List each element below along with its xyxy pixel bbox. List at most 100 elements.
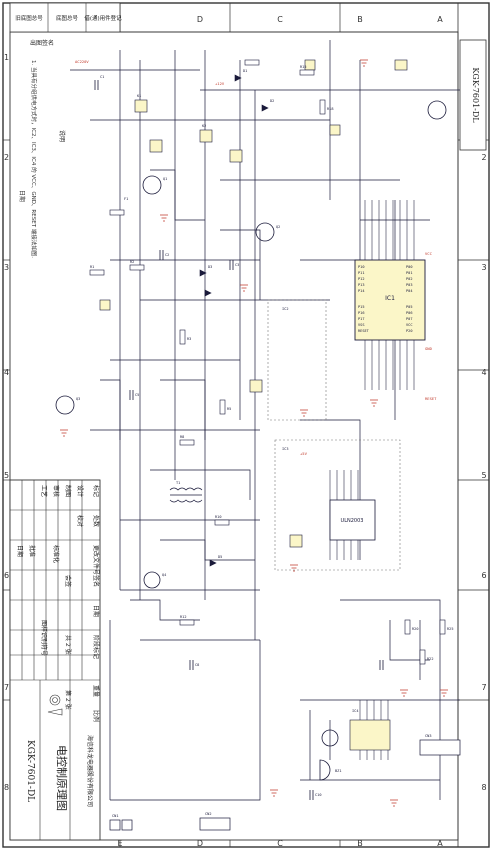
ic-main-pin-l4: P14 (358, 289, 365, 293)
net-5v: +5V (300, 451, 308, 456)
transformer (169, 487, 203, 503)
net-gnd: GND (425, 346, 433, 351)
label-c5: C5 (135, 393, 139, 397)
bottom-label-b: B (357, 839, 363, 848)
label-ic4: IC4 (352, 709, 359, 713)
dates-label: 日期 (18, 190, 26, 202)
ic-main-pin-r5: P05 (406, 305, 413, 309)
col-num-right-3: 3 (481, 263, 486, 272)
col-num-right-2: 2 (481, 153, 486, 162)
tb-company: 海信科龙电器股份有限公司 (86, 735, 94, 807)
bottom-label-e: E (117, 839, 122, 848)
capacitors (94, 80, 384, 800)
label-ic2: IC2 (282, 307, 289, 311)
tb-drawing-no: KGK-7601-DL (25, 740, 35, 802)
bottom-label-d: D (197, 839, 203, 848)
label-cn2: CN2 (205, 812, 212, 816)
ground-symbols (60, 59, 448, 807)
ic-main-pin-r2: P02 (406, 277, 413, 281)
ic-main-pin-l8: VSS (358, 323, 365, 327)
tb-change-no: 更改文件号 (92, 545, 100, 575)
component-labels: R1 R2 R3 R5 R8 R10 R12 R15 R18 R20 R22 R… (76, 65, 454, 818)
label-k1: K1 (137, 94, 141, 98)
label-r25: R25 (447, 627, 454, 631)
label-r5: R5 (227, 407, 231, 411)
col-num-right-8: 8 (481, 783, 486, 792)
tb-review: 审核 (52, 485, 60, 497)
net-12v: +12V (215, 81, 225, 86)
tb-proof: 校对 (76, 515, 84, 527)
buzzer-icon (319, 759, 331, 781)
wiring (70, 40, 460, 801)
bottom-label-a: A (437, 839, 443, 848)
ic-main-mcu: IC1 P10 P11 P12 P13 P14 P15 P16 P17 VSS … (354, 259, 426, 341)
label-c1: C1 (100, 75, 104, 79)
col-num-3: 3 (4, 263, 9, 272)
label-cn1: CN1 (112, 814, 119, 818)
col-num-1: 1 (4, 53, 9, 62)
col-num-4: 4 (4, 368, 9, 377)
tb-draw: 制图 (64, 485, 72, 497)
label-r12: R12 (180, 615, 187, 619)
ic-main-name: IC1 (385, 295, 395, 302)
note-text: 1. 当具有分组供电方式时，IC2、IC3、IC4 的 VCC、GND、RESE… (30, 60, 38, 258)
tb-scale: 比例 (92, 710, 100, 722)
col-num-8: 8 (4, 783, 9, 792)
diodes (199, 74, 269, 567)
label-r2: R2 (130, 260, 134, 264)
ic-main-pin-l5: P15 (358, 305, 365, 309)
corner-row-1: 底图总号 (56, 14, 79, 22)
row-label-b: B (357, 15, 363, 24)
sub-assembly-boxes (267, 299, 401, 571)
transistors (55, 100, 447, 747)
top-zone-ticks (119, 3, 341, 847)
tb-count: 处数 (92, 515, 100, 527)
label-r20: R20 (412, 627, 419, 631)
net-reset: RESET (425, 396, 437, 401)
col-num-right-7: 7 (481, 683, 486, 692)
note-label: 说明 (58, 130, 66, 142)
label-q1: Q1 (163, 177, 167, 181)
bottom-label-c: C (277, 839, 283, 848)
label-q2: Q2 (276, 225, 280, 229)
tb-weight: 重量 (92, 685, 100, 697)
label-c2: C2 (165, 253, 169, 257)
label-r8: R8 (180, 435, 184, 439)
ic-main-pin-r7: P07 (406, 317, 413, 321)
tb-cdate: 日期 (92, 605, 100, 617)
ic-main-pin-l0: P10 (358, 265, 365, 269)
connectors (109, 739, 461, 831)
label-bz1: BZ1 (335, 769, 342, 773)
label-ic3: IC3 (282, 447, 289, 451)
row-label-d: D (197, 15, 203, 24)
row-label-a: A (437, 15, 443, 24)
label-r15: R15 (300, 65, 307, 69)
ic-driver: ULN2003 (329, 499, 376, 541)
ic-main-pin-l6: P16 (358, 311, 365, 315)
col-num-right-6: 6 (481, 571, 486, 580)
col-num-6: 6 (4, 571, 9, 580)
col-num-2: 2 (4, 153, 9, 162)
ic-main-pin-l1: P11 (358, 271, 365, 275)
resistors (89, 59, 446, 665)
label-r10: R10 (215, 515, 222, 519)
label-d3: D3 (208, 265, 212, 269)
label-r3: R3 (187, 337, 191, 341)
label-d2: D2 (270, 99, 274, 103)
tb-standard: 标准化 (52, 545, 60, 563)
ic-main-pin-r4: P04 (406, 289, 413, 293)
label-q3: Q3 (76, 397, 80, 401)
tb-process: 工艺 (40, 485, 48, 497)
tb-approve: 批准 (28, 545, 36, 557)
ic-main-pin-r6: P06 (406, 311, 413, 315)
label-r18: R18 (327, 107, 334, 111)
ic-driver-name: ULN2003 (341, 518, 364, 524)
ic-main-pin-l7: P17 (358, 317, 365, 321)
ic-main-pin-l9: RESET (358, 329, 370, 333)
tb-countersign: 会签 (64, 575, 72, 587)
tb-design: 设计 (76, 485, 84, 497)
top-right-label-box: KGK-7601-DL (459, 39, 487, 151)
label-k2: K2 (202, 124, 206, 128)
